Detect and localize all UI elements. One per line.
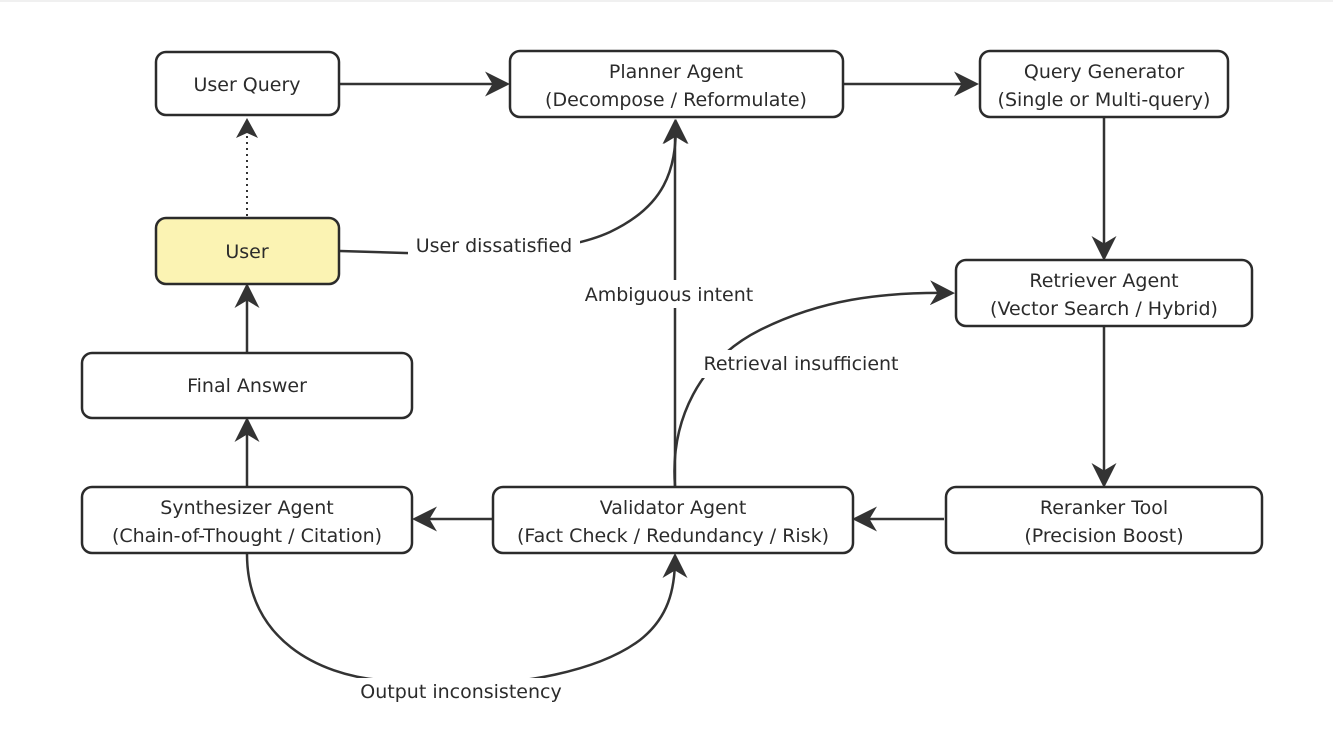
node-retriever-agent[interactable]: Retriever Agent (Vector Search / Hybrid)	[954, 258, 1254, 328]
node-user-query[interactable]: User Query	[154, 50, 341, 117]
node-final-answer-title: Final Answer	[187, 375, 307, 397]
node-user[interactable]: User	[154, 216, 341, 286]
node-synthesizer-agent-subtitle: (Chain-of-Thought / Citation)	[112, 525, 382, 547]
node-planner-agent[interactable]: Planner Agent (Decompose / Reformulate)	[508, 49, 845, 119]
node-reranker-tool-subtitle: (Precision Boost)	[1024, 525, 1183, 547]
label-retrieval-insufficient-text: Retrieval insufficient	[703, 353, 898, 375]
label-output-inconsistency: Output inconsistency	[348, 678, 574, 706]
label-ambiguous-intent: Ambiguous intent	[572, 280, 768, 308]
label-output-inconsistency-text: Output inconsistency	[360, 681, 561, 703]
edge-user-to-userquery-arrowhead	[236, 118, 258, 138]
node-planner-agent-subtitle: (Decompose / Reformulate)	[545, 89, 807, 111]
node-validator-agent[interactable]: Validator Agent (Fact Check / Redundancy…	[491, 485, 855, 555]
node-query-generator-subtitle: (Single or Multi-query)	[998, 89, 1211, 111]
node-synthesizer-agent[interactable]: Synthesizer Agent (Chain-of-Thought / Ci…	[80, 485, 414, 555]
node-validator-agent-subtitle: (Fact Check / Redundancy / Risk)	[517, 525, 829, 547]
top-divider	[0, 0, 1333, 2]
node-synthesizer-agent-title: Synthesizer Agent	[160, 497, 333, 519]
label-ambiguous-intent-text: Ambiguous intent	[585, 284, 754, 306]
node-user-query-title: User Query	[193, 74, 300, 96]
label-user-dissatisfied-text: User dissatisfied	[416, 235, 572, 257]
node-reranker-tool[interactable]: Reranker Tool (Precision Boost)	[944, 485, 1264, 555]
edge-synthesizer-to-validator	[245, 553, 688, 686]
node-planner-agent-title: Planner Agent	[609, 61, 743, 83]
edge-validator-to-retriever	[673, 280, 955, 487]
node-user-title: User	[225, 241, 268, 263]
label-retrieval-insufficient: Retrieval insufficient	[694, 350, 908, 378]
node-retriever-agent-subtitle: (Vector Search / Hybrid)	[990, 298, 1218, 320]
node-retriever-agent-title: Retriever Agent	[1029, 270, 1178, 292]
node-reranker-tool-title: Reranker Tool	[1040, 497, 1168, 519]
node-query-generator-title: Query Generator	[1024, 61, 1184, 83]
node-final-answer[interactable]: Final Answer	[80, 351, 414, 420]
label-user-dissatisfied: User dissatisfied	[408, 232, 580, 258]
node-validator-agent-title: Validator Agent	[600, 497, 747, 519]
node-query-generator[interactable]: Query Generator (Single or Multi-query)	[978, 49, 1230, 119]
